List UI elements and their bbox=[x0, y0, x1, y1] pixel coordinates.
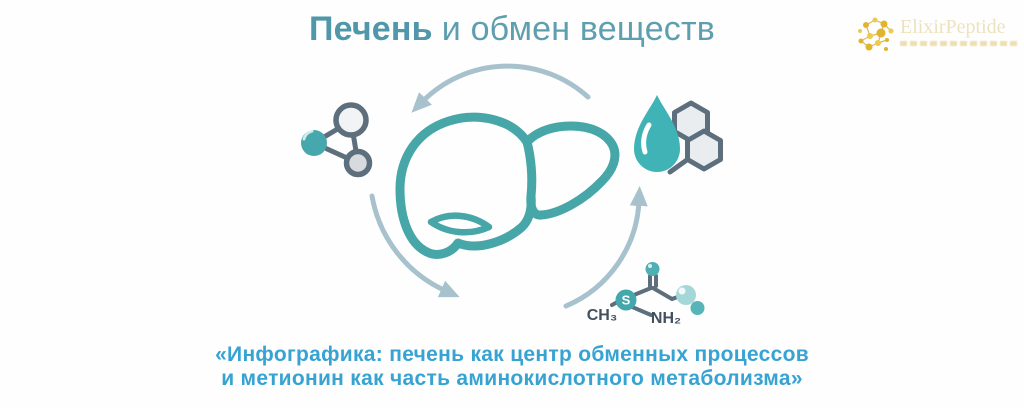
molecule-atom-gray bbox=[343, 148, 373, 178]
sulfur-atom bbox=[615, 289, 637, 311]
nh2-label: NH₂ bbox=[651, 310, 681, 327]
bond-s-nh2 bbox=[628, 304, 653, 317]
molecule-cluster-logo-icon bbox=[858, 17, 894, 51]
cycle-arrow-bottom-left bbox=[369, 193, 460, 298]
title-rest: и обмен веществ bbox=[441, 10, 716, 48]
brand-name: ElixirPeptide bbox=[900, 16, 1006, 38]
liver-left-lobe-outline bbox=[395, 112, 536, 259]
hexagon-bottom bbox=[685, 128, 723, 172]
caption-line-1: «Инфографика: печень как центр обменных … bbox=[215, 343, 809, 366]
liver-right-lobe-outline bbox=[522, 121, 620, 220]
molecule-atom-teal bbox=[301, 130, 327, 156]
methionine-molecule: S CH₃ NH₂ bbox=[587, 262, 705, 327]
sulfur-label: S bbox=[622, 293, 631, 308]
caption-line-2: и метионин как часть аминокислотного мет… bbox=[221, 367, 803, 390]
hexagon-molecule-icon bbox=[667, 100, 723, 175]
water-drop-body bbox=[634, 95, 680, 172]
brand-tagline-blur bbox=[900, 41, 1018, 46]
molecule-atom-white bbox=[333, 102, 369, 138]
water-drop-icon bbox=[634, 95, 680, 172]
cycle-arrows bbox=[369, 63, 648, 309]
bond-s-c1 bbox=[632, 286, 653, 297]
side-atom-small bbox=[690, 301, 705, 315]
bond-c1-c2 bbox=[651, 286, 674, 301]
hexagon-methyl-stub bbox=[667, 157, 690, 175]
cycle-arrow-right bbox=[563, 186, 648, 309]
liver-bottom-slit bbox=[427, 212, 493, 236]
oxygen-atom bbox=[645, 262, 660, 276]
oxygen-highlight bbox=[648, 264, 652, 268]
title-emphasis: Печень bbox=[308, 10, 433, 48]
side-atom-large bbox=[676, 285, 696, 305]
water-drop-highlight bbox=[641, 122, 652, 155]
side-atom-large-highlight bbox=[678, 287, 686, 295]
molecule-icon bbox=[301, 102, 373, 178]
brand-watermark: ElixirPeptide bbox=[854, 11, 1018, 53]
cycle-arrow-top bbox=[411, 63, 591, 113]
molecule-atom-highlight bbox=[302, 129, 314, 141]
caption: «Инфографика: печень как центр обменных … bbox=[0, 343, 1024, 391]
ch3-label: CH₃ bbox=[587, 307, 618, 324]
liver-illustration bbox=[395, 112, 620, 259]
